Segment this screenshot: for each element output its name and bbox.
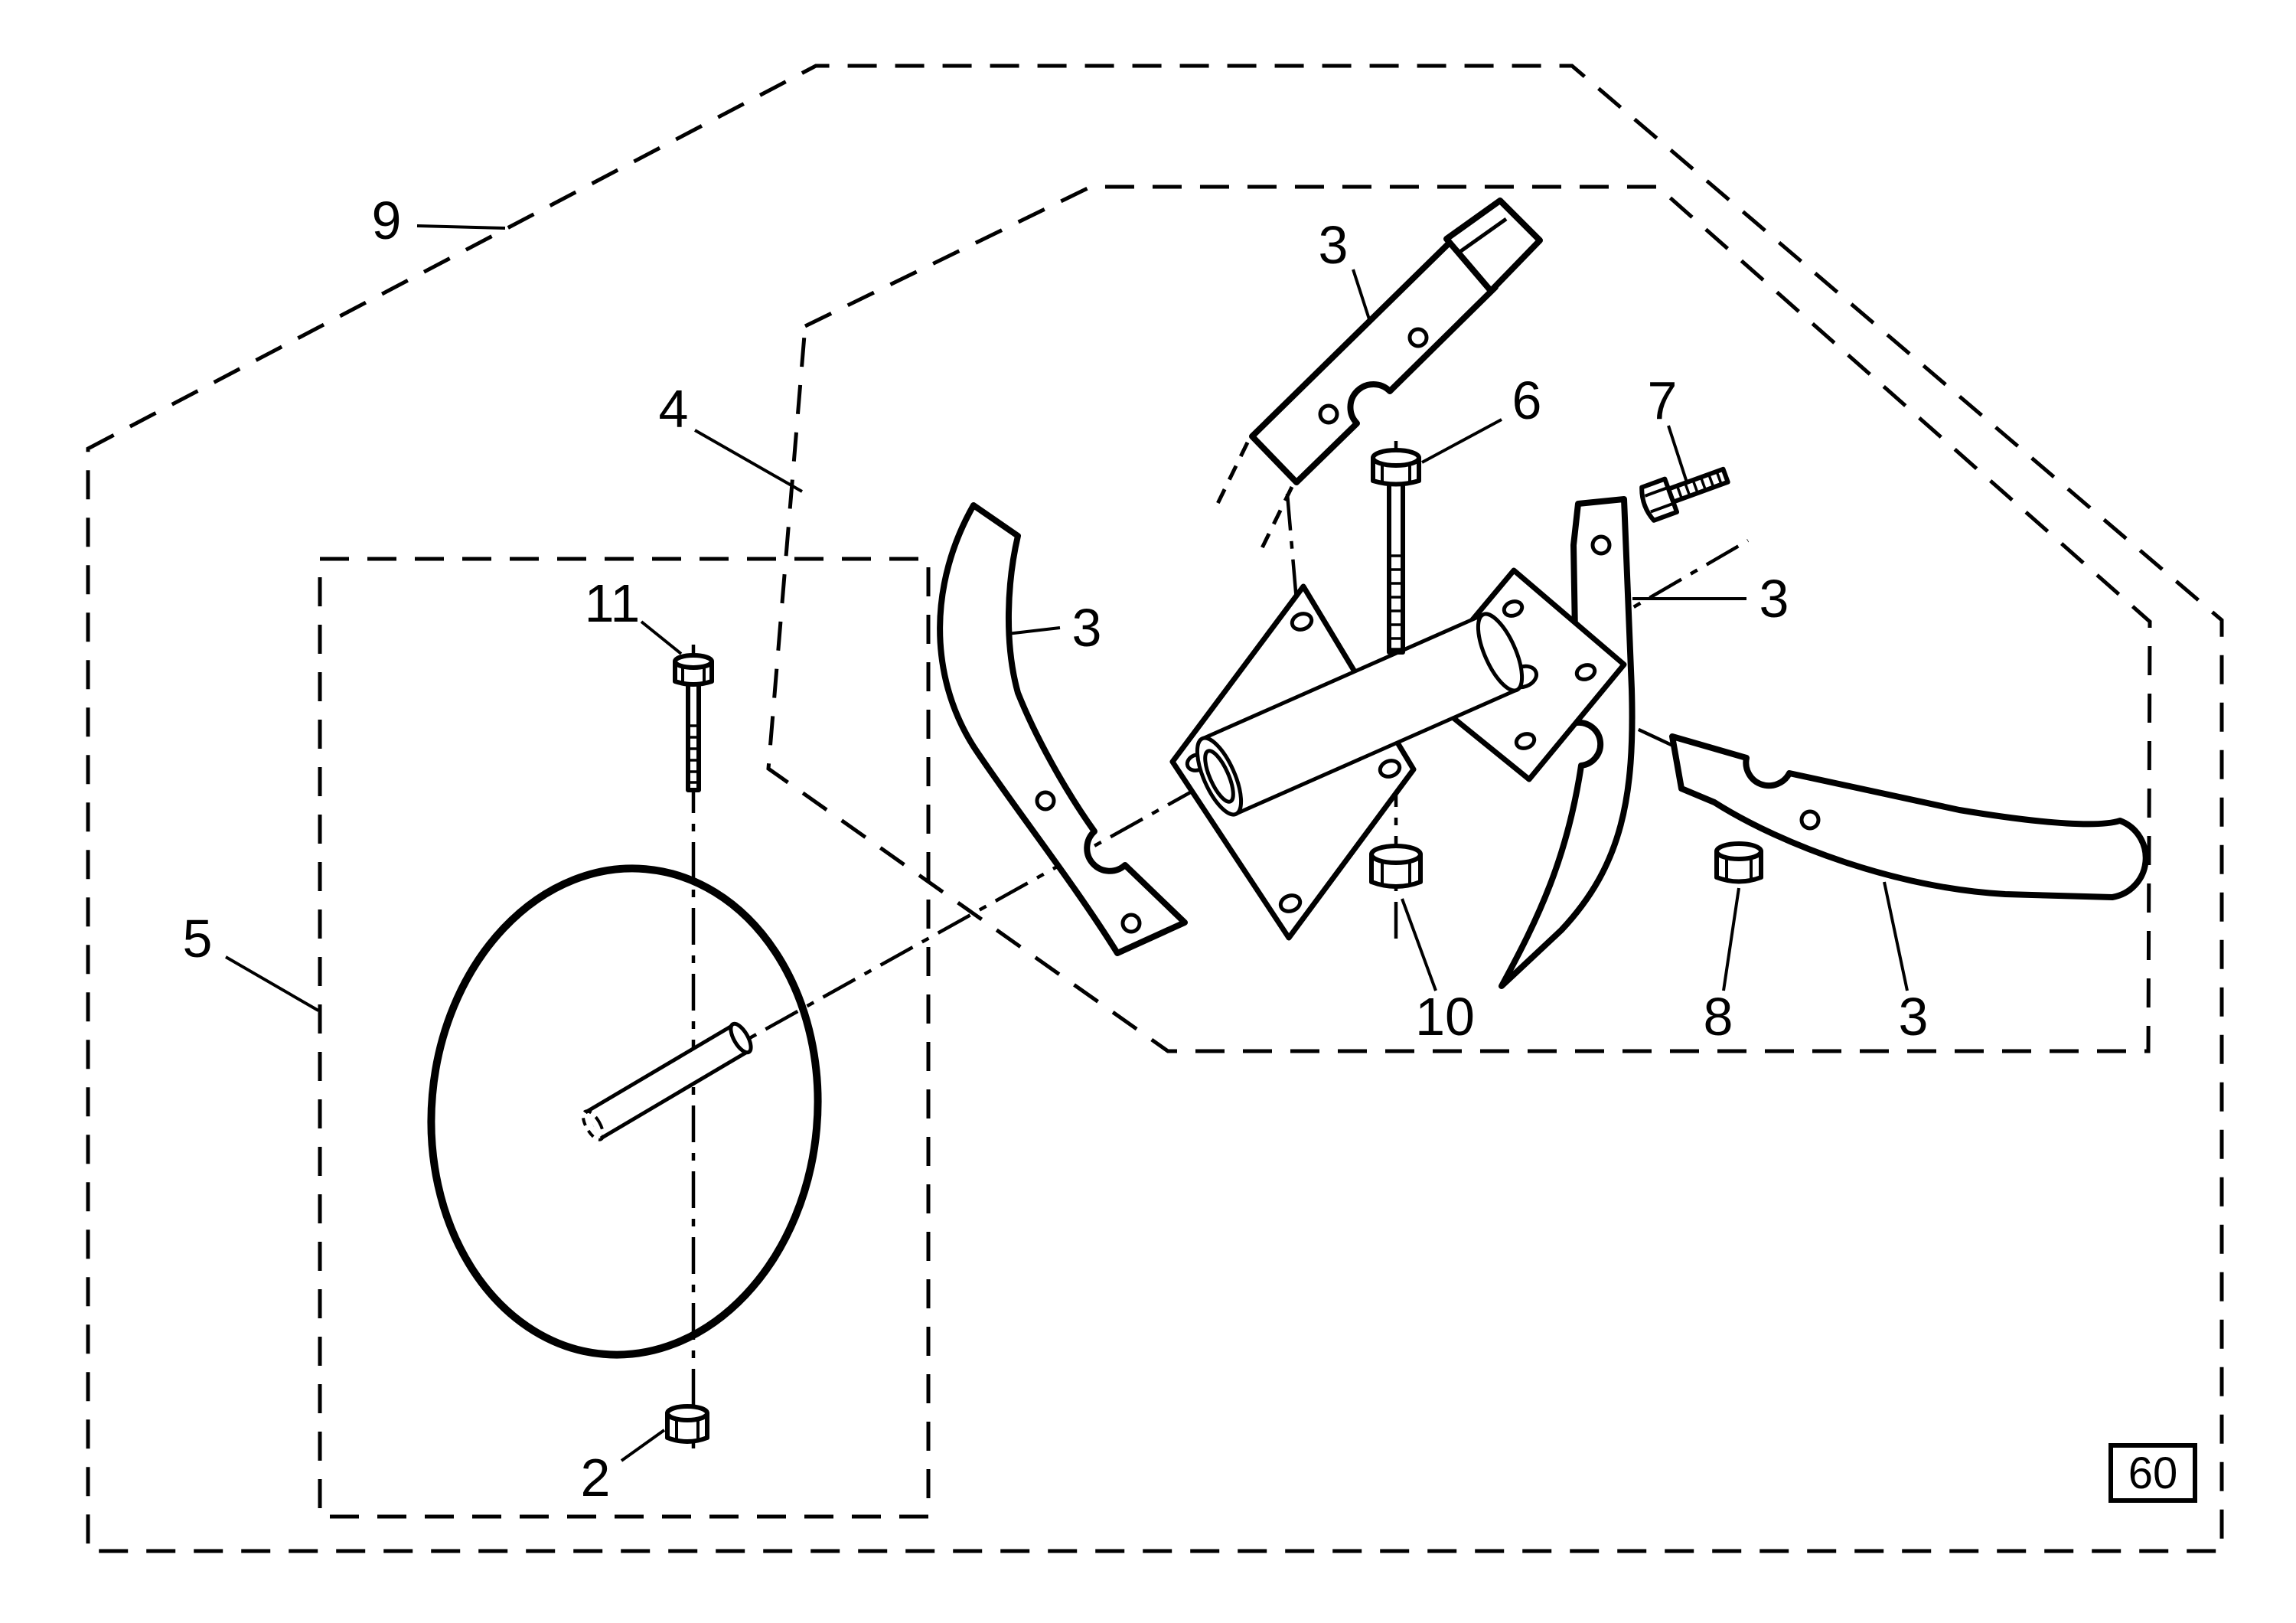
page-badge-box [2108, 1443, 2197, 1503]
tine-group-outline [766, 185, 2152, 1053]
bolt-6-shank [1387, 480, 1405, 655]
leader-5 [224, 955, 320, 1012]
leader-9 [416, 224, 506, 230]
tine-blade-bottom-right [1669, 733, 2149, 900]
bolt-7-head [1639, 476, 1680, 523]
page-badge: 60 [2108, 1443, 2197, 1503]
leader-3-top [1352, 269, 1371, 322]
front-plate-hole-right [1378, 759, 1402, 779]
leader-2 [620, 1429, 666, 1462]
tine-top-hidden-edge-2 [1256, 485, 1294, 557]
disc-assembly [427, 864, 822, 1359]
tine-top-tip-fold-line [1457, 217, 1508, 255]
part-label-3-bottom: 3 [1899, 987, 1929, 1047]
part-label-8: 8 [1704, 987, 1733, 1047]
part-label-10: 10 [1415, 987, 1475, 1047]
outer-assembly-outline [86, 64, 2224, 1553]
tine-bottom-hole [1799, 809, 1821, 831]
tine-left-hole-1 [1035, 790, 1056, 812]
tine-right-hole-1 [1590, 534, 1612, 556]
part-label-3-left: 3 [1072, 598, 1102, 658]
tine-left-hole-2 [1120, 913, 1142, 934]
rear-plate-hole-bottom [1514, 732, 1537, 750]
front-plate-hole-top [1290, 612, 1314, 632]
rear-plate-hole-right [1574, 663, 1597, 681]
disc-hub-shaft-hidden-end [581, 1109, 605, 1141]
part-label-9: 9 [372, 191, 402, 250]
nut-8 [1714, 841, 1763, 884]
leader-11 [640, 620, 683, 655]
part-label-4: 4 [659, 379, 689, 439]
rear-plate-hole-top [1502, 599, 1525, 618]
hub-tube-rear-end [1476, 612, 1525, 693]
disc-group-outline [318, 557, 931, 1519]
bolt-11-threads [686, 724, 701, 784]
part-label-11: 11 [585, 573, 641, 633]
hub-tube-edge-upper [1201, 612, 1485, 741]
bolt-11-head-top [673, 653, 714, 670]
bolt-7-threads [1675, 469, 1724, 501]
hub-assembly [1169, 567, 1627, 941]
disc-hub-shaft-edge-bottom [599, 1049, 750, 1141]
page-badge-number: 60 [2128, 1448, 2178, 1498]
center-lines [592, 441, 1926, 1448]
disc-hub-shaft-edge-top [584, 1023, 735, 1115]
part-labels: 9 4 5 11 2 3 6 7 3 3 10 8 3 [183, 191, 1929, 1507]
disc-hub-shaft-end [729, 1021, 753, 1055]
nut-10 [1369, 844, 1423, 889]
disc [427, 864, 822, 1359]
fasteners [665, 448, 1763, 1444]
tine-blades [937, 198, 2149, 989]
hub-tube-bore [1203, 749, 1235, 804]
tine-top-hidden-edge-1 [1212, 441, 1250, 513]
bolt-7-head-facets [1644, 485, 1675, 514]
front-plate-hole-bottom [1278, 893, 1303, 913]
tine-blade-top [1249, 238, 1499, 485]
part-label-7: 7 [1648, 371, 1678, 430]
part-label-6: 6 [1512, 371, 1542, 430]
tine-top-hole-2 [1407, 327, 1429, 348]
bolt-6-head-top [1371, 448, 1421, 468]
leader-10 [1401, 898, 1437, 991]
bolt-6-threads [1387, 554, 1405, 651]
leader-lines [224, 224, 1909, 1462]
leader-6 [1421, 418, 1502, 464]
leader-4 [694, 429, 803, 493]
nut-10-top [1369, 844, 1423, 865]
leader-3-left [1006, 626, 1061, 635]
tine-top-hole-1 [1318, 403, 1339, 425]
part-label-5: 5 [183, 909, 213, 968]
nut-2-top [665, 1404, 709, 1422]
bolt-6 [1371, 448, 1421, 655]
disc-hub-shaft-body [585, 1025, 748, 1138]
part-label-2: 2 [581, 1448, 611, 1507]
hub-tube-body [1202, 615, 1517, 814]
leader-3-bottom [1883, 881, 1909, 991]
nut-2 [665, 1404, 709, 1444]
leader-8 [1722, 887, 1740, 991]
tine-blade-right [1499, 496, 1636, 989]
part-label-3-right: 3 [1760, 569, 1789, 629]
leader-7 [1667, 425, 1688, 483]
nut-8-top [1714, 841, 1763, 861]
part-label-3-top: 3 [1319, 215, 1349, 275]
tine-blade-left [937, 502, 1188, 956]
hub-tube-edge-lower [1234, 687, 1518, 816]
tine-top-bent-tip [1443, 198, 1543, 294]
bolt-11 [673, 653, 714, 792]
bolt-7 [1639, 466, 1730, 523]
group-outlines [86, 64, 2224, 1553]
